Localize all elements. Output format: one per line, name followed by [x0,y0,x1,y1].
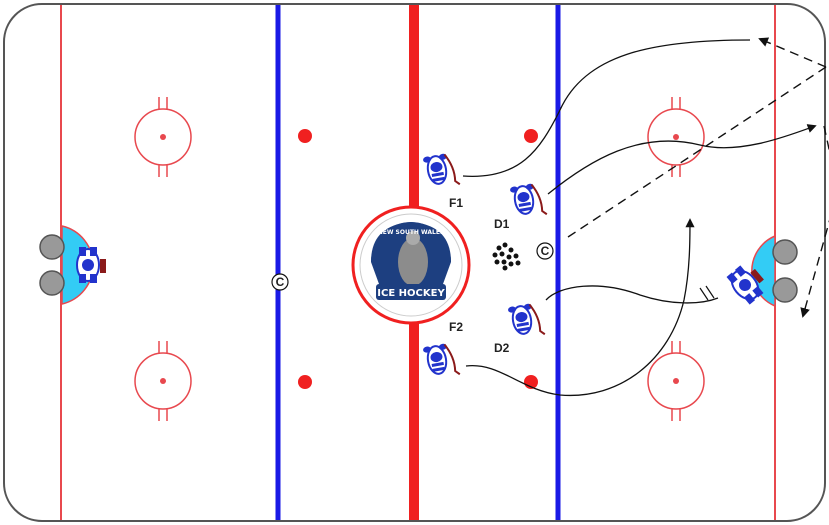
label-d1: D1 [494,217,510,231]
coach-right-icon: C [537,243,553,259]
logo-top-text: NEW SOUTH WALES [378,229,445,236]
center-ice-logo: NEW SOUTH WALES ICE HOCKEY [353,207,469,323]
coach-left-icon: C [272,274,288,290]
faceoff-dot-icon [673,378,679,384]
coach-left-label: C [276,275,285,289]
neutral-dot [298,129,312,143]
neutral-dot [298,375,312,389]
logo-bottom-text: ICE HOCKEY [377,288,445,299]
label-d2: D2 [494,341,510,355]
coach-right-label: C [541,244,550,258]
faceoff-dot-icon [673,134,679,140]
faceoff-dot-icon [160,134,166,140]
neutral-dot [524,129,538,143]
label-f2: F2 [449,320,463,334]
faceoff-dot-icon [160,378,166,384]
label-f1: F1 [449,196,463,210]
